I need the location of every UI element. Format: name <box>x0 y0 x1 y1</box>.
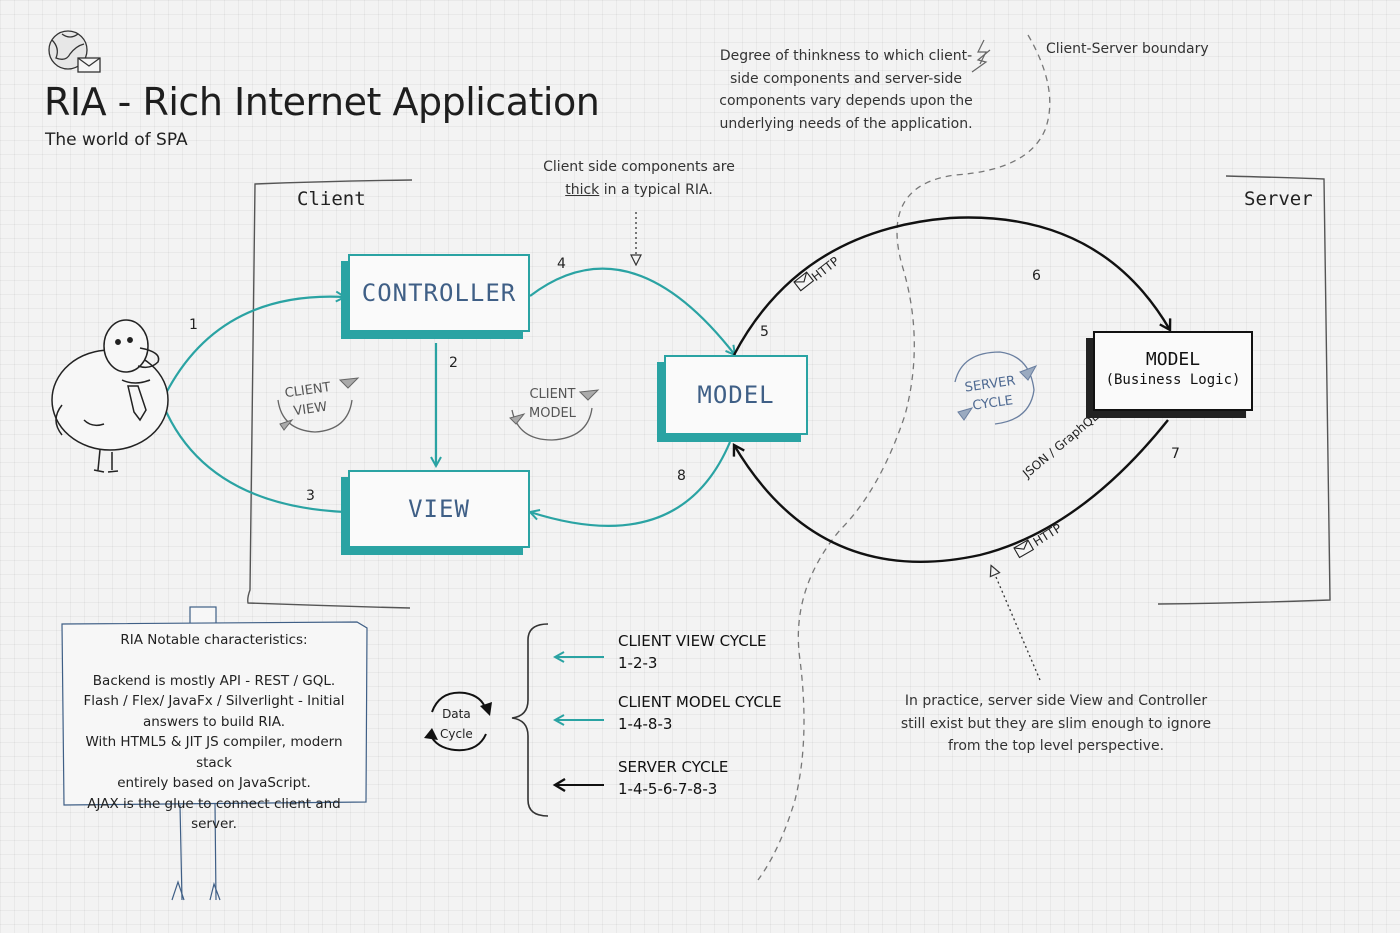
thick-word: thick <box>565 181 600 198</box>
thickness-note: Degree of thinkness to which client- sid… <box>719 48 973 132</box>
arrow-5-6 <box>732 216 1170 356</box>
data-cycle-label: Data Cycle <box>440 707 473 741</box>
sign-heading: RIA Notable characteristics: <box>120 632 308 648</box>
step-3: 3 <box>306 488 315 504</box>
page-title: RIA - Rich Internet Application <box>44 80 600 124</box>
envelope-icon <box>1013 539 1035 559</box>
practice-pointer <box>993 570 1041 681</box>
step-5: 5 <box>760 324 769 340</box>
controller-box: CONTROLLER <box>348 254 530 332</box>
data-cycle-head-top <box>480 702 492 716</box>
envelope-icon <box>793 271 815 292</box>
arrow-1 <box>156 297 345 411</box>
server-model-box: MODEL (Business Logic) <box>1093 331 1253 411</box>
page-subtitle: The world of SPA <box>45 130 188 150</box>
client-region-border <box>247 179 413 609</box>
data-cycle-arrow-top <box>431 691 487 713</box>
server-model-subtitle: (Business Logic) <box>1105 372 1241 388</box>
view-box: VIEW <box>348 470 530 548</box>
boundary-label: Client-Server boundary <box>1046 41 1209 57</box>
lightning-icon <box>977 39 987 65</box>
practice-note: In practice, server side View and Contro… <box>900 693 1212 754</box>
data-cycle-arrow-bottom <box>429 733 487 752</box>
client-model-cycle-ring <box>511 407 593 441</box>
arrow-7 <box>734 419 1169 563</box>
thick-note: Client side components are thick in a ty… <box>543 159 735 198</box>
globe-mail-icon <box>48 30 101 73</box>
client-model-box: MODEL <box>664 355 808 435</box>
client-region-label: Client <box>297 188 366 210</box>
server-model-title: MODEL <box>1145 349 1201 370</box>
client-view-cycle-ring <box>277 399 353 433</box>
sign-board <box>61 606 368 901</box>
boundary-line <box>757 34 1051 881</box>
server-region-label: Server <box>1244 188 1313 210</box>
server-cycle-ring <box>954 351 1035 425</box>
person-icon <box>51 319 169 473</box>
step-2: 2 <box>449 355 458 371</box>
step-8: 8 <box>677 468 686 484</box>
data-cycle-head-bottom <box>424 728 438 740</box>
arrow-8 <box>530 441 732 527</box>
legend-brace <box>511 623 549 817</box>
server-region-border <box>1157 175 1331 605</box>
step-6: 6 <box>1032 268 1041 284</box>
sign-text: RIA Notable characteristics: Backend is … <box>66 630 362 835</box>
step-1: 1 <box>189 317 198 333</box>
arrow-3 <box>160 397 346 514</box>
step-7: 7 <box>1171 446 1180 462</box>
arrow-4 <box>529 267 735 355</box>
step-4: 4 <box>557 256 566 272</box>
